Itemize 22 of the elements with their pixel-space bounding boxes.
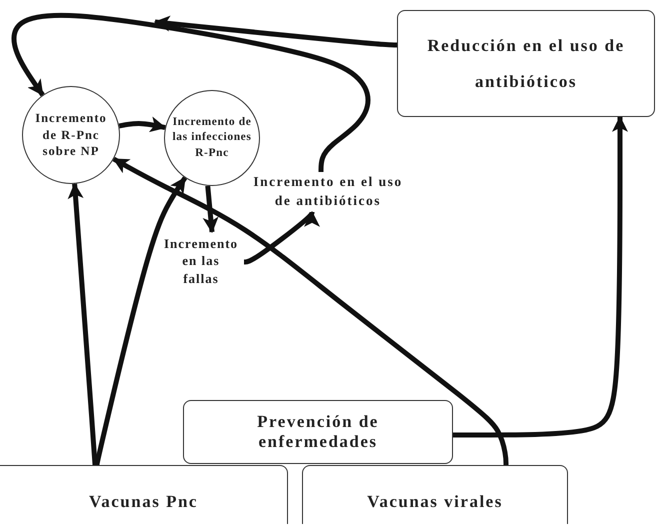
arrow (68, 182, 98, 467)
node-text: Reducción en el uso de antibióticos (426, 34, 626, 92)
node-label: Incremento en el uso de antibióticos (252, 173, 404, 210)
node-label: Incremento en las fallas (164, 234, 238, 288)
node-text: Incremento de R-Pnc sobre NP (34, 110, 108, 160)
process-box (397, 10, 655, 117)
arrow (12, 12, 370, 172)
arrow (94, 176, 188, 467)
arrow (112, 156, 508, 466)
process-box (302, 465, 568, 524)
node-text: Vacunas virales (366, 492, 504, 512)
process-box (183, 400, 453, 464)
arrow (453, 116, 628, 438)
node-text: Incremento de las infecciones R-Pnc (172, 114, 252, 161)
arrow (154, 16, 397, 48)
node-text: Vacunas Pnc (88, 492, 199, 512)
arrow (202, 186, 219, 234)
node-text: Prevención de enfermedades (256, 412, 380, 452)
process-circle (22, 86, 120, 184)
process-box (0, 465, 288, 524)
arrow (242, 210, 320, 264)
arrow (118, 116, 166, 132)
